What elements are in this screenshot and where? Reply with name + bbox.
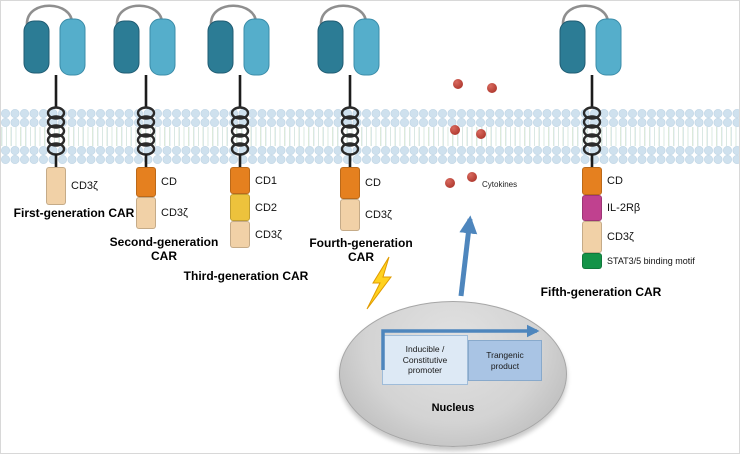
domain-label: CD3ζ — [71, 180, 98, 192]
scfv-light-cylinder — [595, 18, 622, 76]
domain-row: STAT3/5 binding motif — [582, 253, 695, 269]
domain-box-cd — [582, 167, 602, 195]
domain-stack: CD3ζ — [46, 167, 98, 205]
lipid-heads-top — [1, 109, 739, 127]
domain-row: CD1 — [230, 167, 277, 194]
receptor-graphic — [317, 4, 380, 167]
transmembrane-coil — [582, 106, 602, 156]
scfv-linker-loop — [561, 4, 610, 47]
scfv-dark-cylinder — [559, 20, 586, 74]
domain-row: CD — [340, 167, 381, 199]
domain-row: IL-2Rβ — [582, 195, 640, 221]
car-title-third: Third-generation CAR — [183, 269, 309, 283]
scfv-linker-loop — [115, 4, 164, 47]
promoter-box-label: Inducible / Constitutive promoter — [402, 344, 448, 376]
cytokine-dot — [487, 83, 497, 93]
domain-label: CD1 — [255, 174, 278, 187]
lightning-bolt-icon — [366, 256, 392, 310]
scfv-dark-cylinder — [317, 20, 344, 74]
domain-row: CD — [136, 167, 177, 197]
domain-box-cd3z — [46, 167, 66, 205]
domain-box-stat35 — [582, 253, 602, 269]
scfv-linker-loop — [319, 4, 368, 47]
domain-label: CD — [161, 176, 177, 188]
scfv-dark-cylinder — [113, 20, 140, 74]
domain-label: STAT3/5 binding motif — [607, 256, 695, 266]
cytokines-label: Cytokines — [482, 180, 518, 189]
car-title-first: First-generation CAR — [13, 206, 135, 220]
domain-row: CD3ζ — [136, 197, 188, 229]
nucleus: Inducible / Constitutive promoter Trange… — [339, 301, 567, 447]
domain-label: CD — [607, 175, 623, 187]
transmembrane-coil — [340, 106, 360, 156]
transmembrane-coil — [46, 106, 66, 156]
car-title-second: Second-generation CAR — [109, 235, 219, 264]
domain-row: CD — [582, 167, 623, 195]
domain-label: CD3ζ — [161, 207, 188, 219]
cytokine-dot — [450, 125, 460, 135]
scfv-light-cylinder — [243, 18, 270, 76]
lipid-heads-bottom — [1, 146, 739, 164]
domain-row: CD2 — [230, 194, 277, 221]
transmembrane-coil — [230, 106, 250, 156]
domain-row: CD3ζ — [340, 199, 392, 231]
domain-row: CD3ζ — [230, 221, 282, 248]
domain-label: CD — [365, 177, 381, 189]
scfv-light-cylinder — [353, 18, 380, 76]
scfv-linker-loop — [25, 4, 74, 47]
domain-box-il2rb — [582, 195, 602, 221]
secretion-up-arrow — [458, 215, 478, 297]
scfv-dark-cylinder — [23, 20, 50, 74]
domain-box-cd1 — [230, 167, 250, 194]
lipid-tails — [1, 127, 739, 146]
receptor-graphic — [207, 4, 270, 167]
domain-label: CD3ζ — [365, 209, 392, 221]
product-box-label: Trangenic product — [486, 349, 524, 371]
domain-row: CD3ζ — [46, 167, 98, 205]
scfv-light-cylinder — [59, 18, 86, 76]
receptor-graphic — [113, 4, 176, 167]
cell-membrane — [1, 109, 739, 164]
domain-label: CD3ζ — [607, 231, 634, 243]
scfv-dark-cylinder — [207, 20, 234, 74]
domain-stack: CD CD3ζ — [340, 167, 392, 231]
cytokine-dot — [453, 79, 463, 89]
transmembrane-coil — [136, 106, 156, 156]
domain-box-cd3z — [582, 221, 602, 253]
domain-label: CD2 — [255, 201, 278, 214]
domain-box-cd — [340, 167, 360, 199]
domain-stack: CD1 CD2 CD3ζ — [230, 167, 282, 248]
scfv-linker-loop — [209, 4, 258, 47]
cytokine-dot — [476, 129, 486, 139]
domain-box-cd3z — [230, 221, 250, 248]
cytokine-dot — [467, 172, 477, 182]
cytokine-dot — [445, 178, 455, 188]
domain-row: CD3ζ — [582, 221, 634, 253]
domain-label: CD3ζ — [255, 228, 282, 241]
car-title-fourth: Fourth-generation CAR — [309, 236, 413, 265]
receptor-graphic — [559, 4, 622, 167]
car-title-fifth: Fifth-generation CAR — [540, 285, 662, 299]
nucleus-label: Nucleus — [431, 402, 475, 414]
transgenic-product-box: Trangenic product — [468, 340, 542, 381]
domain-box-cd3z — [340, 199, 360, 231]
receptor-graphic — [23, 4, 86, 167]
domain-box-cd3z — [136, 197, 156, 229]
domain-label: IL-2Rβ — [607, 202, 641, 214]
domain-stack: CD IL-2Rβ CD3ζ STAT3/5 binding motif — [582, 167, 695, 269]
domain-box-cd2 — [230, 194, 250, 221]
domain-box-cd — [136, 167, 156, 197]
promoter-box: Inducible / Constitutive promoter — [382, 335, 468, 385]
scfv-light-cylinder — [149, 18, 176, 76]
domain-stack: CD CD3ζ — [136, 167, 188, 229]
